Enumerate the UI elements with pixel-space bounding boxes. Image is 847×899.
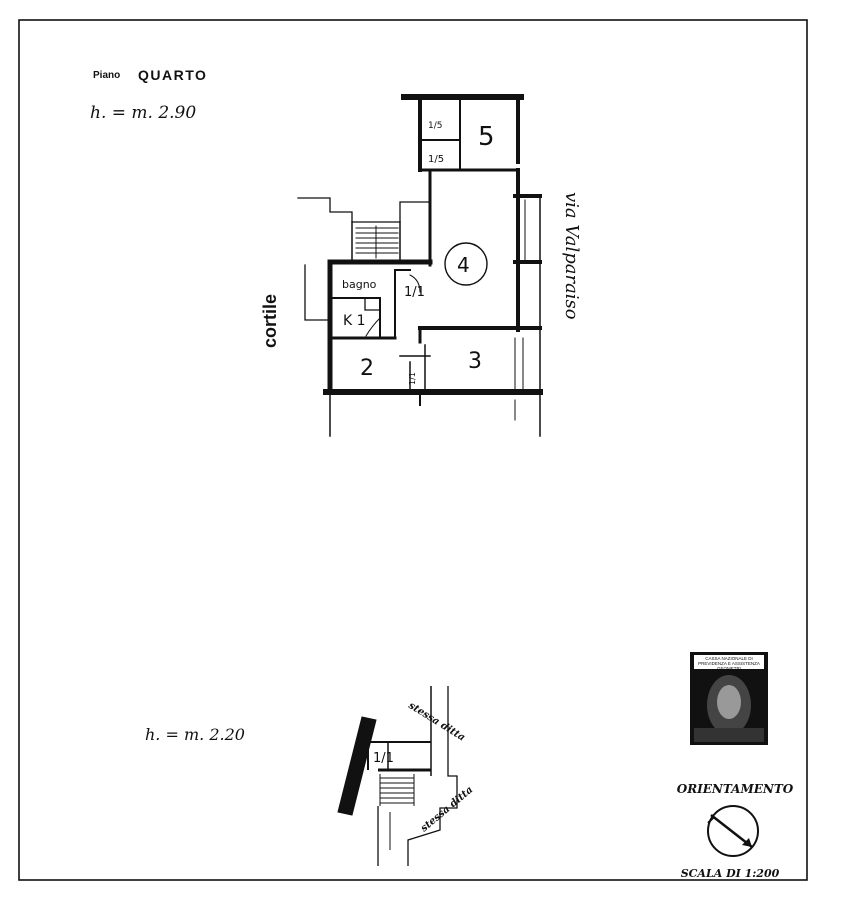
orientation-label: ORIENTAMENTO bbox=[677, 782, 794, 796]
street-label: via Valparaiso bbox=[561, 192, 582, 320]
door-swing bbox=[409, 274, 421, 293]
revenue-stamp: CASSA NAZIONALE DI PREVIDENZA E ASSISTEN… bbox=[690, 652, 768, 745]
hall-label: 1/1 bbox=[404, 285, 425, 300]
courtyard-label: cortile bbox=[260, 294, 280, 348]
closet-small-label: 1/1 bbox=[408, 372, 417, 385]
annex-stair-treads bbox=[379, 774, 415, 806]
north-arrow-icon bbox=[707, 805, 759, 857]
stair-treads bbox=[355, 225, 399, 259]
wall bbox=[407, 686, 458, 866]
room-5-label: 5 bbox=[478, 122, 495, 152]
room-4-circle bbox=[444, 242, 488, 286]
main-floor-plan bbox=[297, 94, 543, 437]
annex-plan bbox=[337, 686, 458, 866]
wall bbox=[304, 264, 331, 321]
stamp-line-2: PREVIDENZA E ASSISTENZA bbox=[698, 661, 760, 666]
stamp-line-3: GEOMETRI bbox=[717, 666, 741, 671]
annex-cellar-label: 1/1 bbox=[373, 751, 394, 766]
kitchen-label: K 1 bbox=[343, 313, 366, 329]
floor-title-prefix: Piano bbox=[93, 70, 120, 81]
ceiling-height-main: h. = m. 2.90 bbox=[90, 103, 196, 123]
wall bbox=[364, 297, 381, 311]
floor-title: QUARTO bbox=[138, 67, 207, 83]
same-owner-top-label: stessa ditta bbox=[406, 700, 466, 743]
bath-label: bagno bbox=[342, 278, 377, 291]
closet-ab-label: 1/5 bbox=[428, 154, 444, 165]
room-3-label: 3 bbox=[468, 349, 482, 374]
room-4-label: 4 bbox=[457, 253, 470, 277]
wall bbox=[297, 197, 431, 223]
sheet-border bbox=[18, 19, 808, 881]
closet-top-label: 1/5 bbox=[428, 121, 442, 131]
annex-solid-wall bbox=[337, 716, 377, 816]
stamp-face bbox=[717, 685, 741, 719]
scale-label: SCALA DI 1:200 bbox=[681, 867, 780, 880]
door-swing bbox=[365, 317, 381, 337]
stamp-line-1: CASSA NAZIONALE DI bbox=[705, 656, 753, 661]
same-owner-bottom-label: stessa ditta bbox=[419, 785, 475, 835]
ceiling-height-attic: h. = m. 2.20 bbox=[145, 725, 245, 744]
room-2-label: 2 bbox=[360, 356, 374, 381]
